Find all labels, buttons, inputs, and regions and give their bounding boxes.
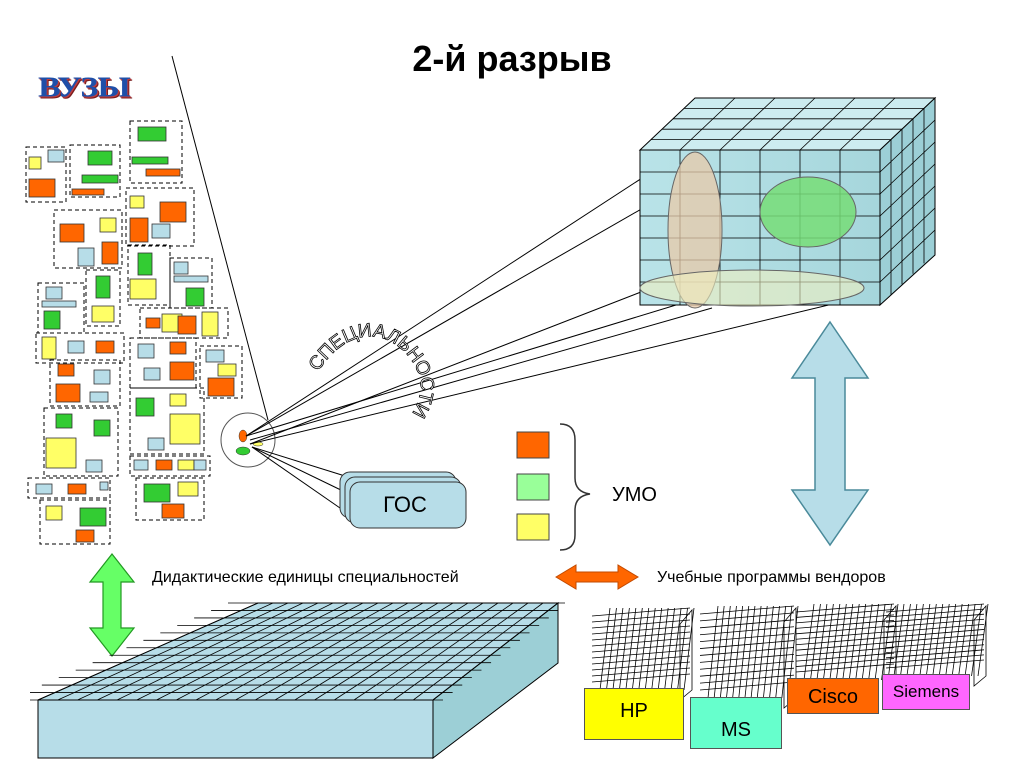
dashed-box-icon: [35, 332, 125, 364]
umo-yellow-square: [516, 513, 550, 541]
dashed-box-icon: [199, 345, 243, 399]
dashed-box-icon: [53, 209, 123, 269]
specialties-curved-text: СПЕЦИАЛЬНОСТИ: [305, 320, 437, 421]
dashed-box-icon: [129, 120, 183, 184]
dashed-box-icon: [127, 244, 171, 306]
umo-label: УМО: [612, 484, 657, 506]
projection-rays: [245, 151, 867, 445]
vendor-ms-label: MS: [690, 697, 782, 749]
dashed-box-icon: [129, 455, 211, 477]
vendor-siemens-label: Siemens: [882, 674, 970, 710]
ellipse-icon: [759, 176, 857, 248]
focus-circle: [220, 412, 276, 468]
dashed-box-icon: [43, 407, 119, 477]
vendor-programs-label: Учебные программы вендоров: [657, 569, 886, 586]
dashed-box-icon: [49, 359, 121, 407]
umo-green-square: [516, 473, 550, 501]
hatch-panel: [699, 605, 799, 709]
divider-line: [171, 55, 269, 421]
hatch-panel: [591, 607, 695, 701]
vendor-hp-label: HP: [584, 688, 684, 740]
ellipse-icon: [639, 269, 865, 307]
dashed-box-icon: [39, 499, 111, 545]
gos-documents: [339, 471, 467, 529]
dashed-box-icon: [139, 307, 229, 339]
dashed-box-icon: [37, 282, 85, 334]
ellipse-icon: [667, 151, 723, 309]
dashed-box-icon: [169, 257, 213, 309]
dashed-box-icon: [25, 146, 67, 203]
dashed-box-icon: [27, 477, 111, 499]
page-title: 2-й разрыв: [412, 38, 612, 79]
hatch-panel: [885, 603, 989, 687]
umo-orange-square: [516, 431, 550, 459]
vuzy-logo: ВУЗЫ: [38, 72, 131, 104]
universities-cluster: [25, 120, 243, 545]
dashed-box-icon: [125, 187, 195, 247]
umo-legend: [516, 423, 591, 551]
vendor-panels: [591, 603, 989, 709]
dashed-box-icon: [129, 387, 205, 455]
didactic-units-label: Дидактические единицы специальностей: [152, 569, 459, 586]
double-arrow-icon: [790, 320, 870, 547]
didactic-slab: [30, 601, 565, 760]
gos-rays: [251, 446, 346, 509]
brace-icon: [559, 423, 591, 551]
dashed-box-icon: [135, 477, 205, 521]
dashed-box-icon: [85, 269, 121, 327]
dashed-box-icon: [129, 337, 197, 389]
vendor-cisco-label: Cisco: [787, 678, 879, 714]
knowledge-cube: [638, 96, 937, 309]
gos-label: ГОС: [383, 492, 427, 517]
double-arrow-icon: [88, 553, 136, 657]
dashed-box-icon: [69, 144, 121, 198]
double-arrow-icon: [555, 564, 639, 590]
